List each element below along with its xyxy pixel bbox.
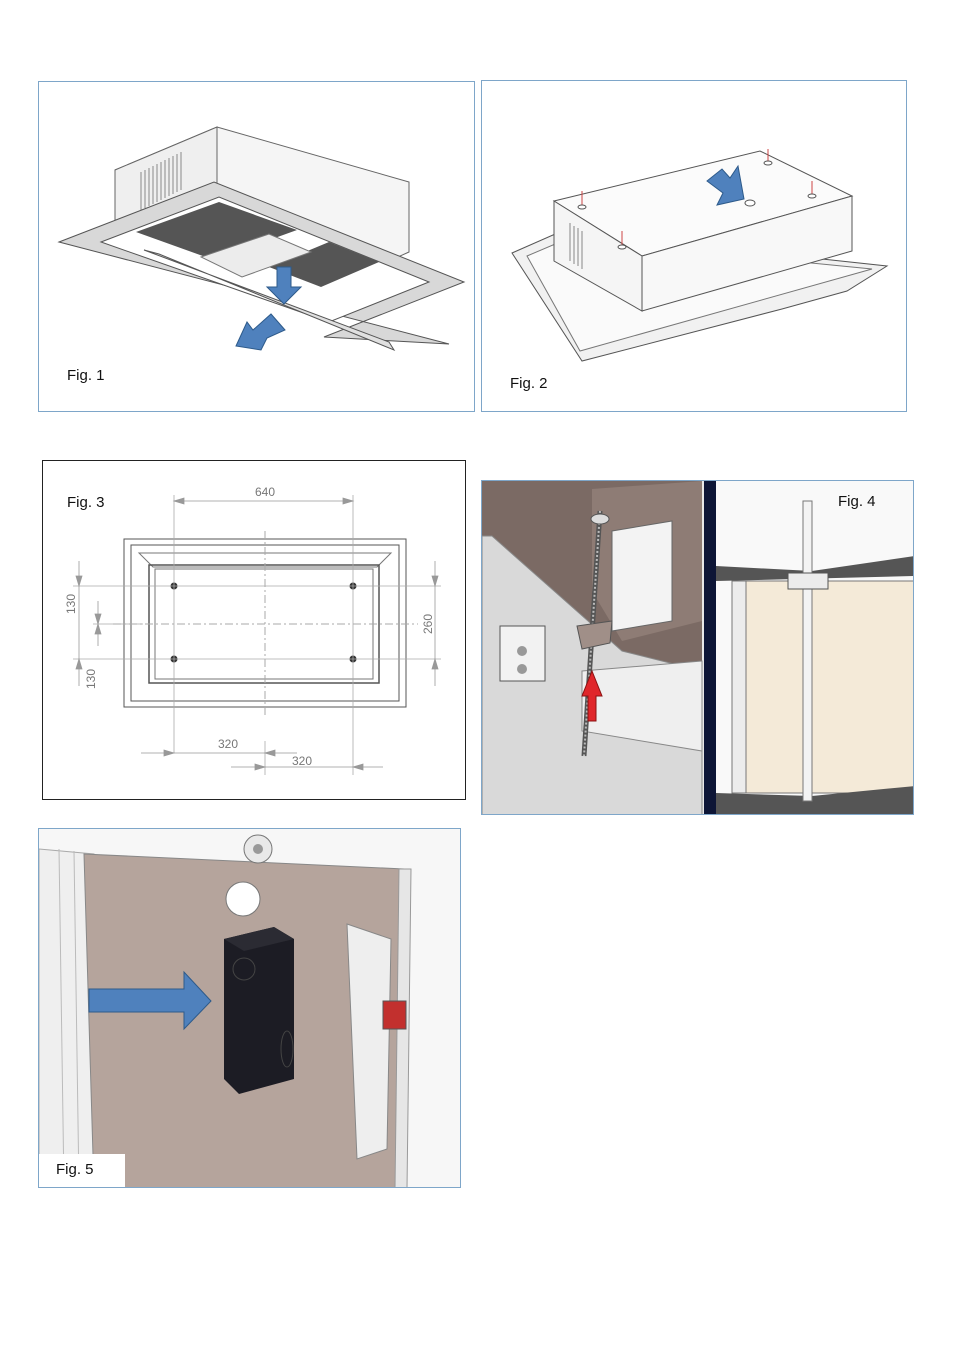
dim-left-lower: 130 [84,669,98,689]
dim-bottom-left: 320 [218,737,238,751]
fig5-caption: Fig. 5 [56,1161,94,1178]
fig3-caption: Fig. 3 [67,494,105,511]
figure-2: Fig. 2 [481,80,907,412]
figure-3: 640 320 320 260 130 130 Fig. 3 [42,460,466,800]
dim-right-height: 260 [421,614,435,634]
figure-4: Fig. 4 [481,480,914,815]
dim-top-width: 640 [255,485,275,499]
figure-1: Fig. 1 [38,81,475,412]
fig2-illustration [482,81,907,412]
dim-bottom-right: 320 [292,754,312,768]
arrow-diagonal-icon [236,314,285,350]
fig5-illustration [39,829,461,1188]
fig1-illustration [39,82,475,412]
dim-left-upper: 130 [64,594,78,614]
fig4-caption: Fig. 4 [838,493,876,510]
fig2-caption: Fig. 2 [510,375,548,392]
fig3-dimension-drawing: 640 320 320 260 130 130 [43,461,466,800]
fig4-illustration [482,481,914,815]
figure-5: Fig. 5 [38,828,461,1188]
fig1-caption: Fig. 1 [67,367,105,384]
